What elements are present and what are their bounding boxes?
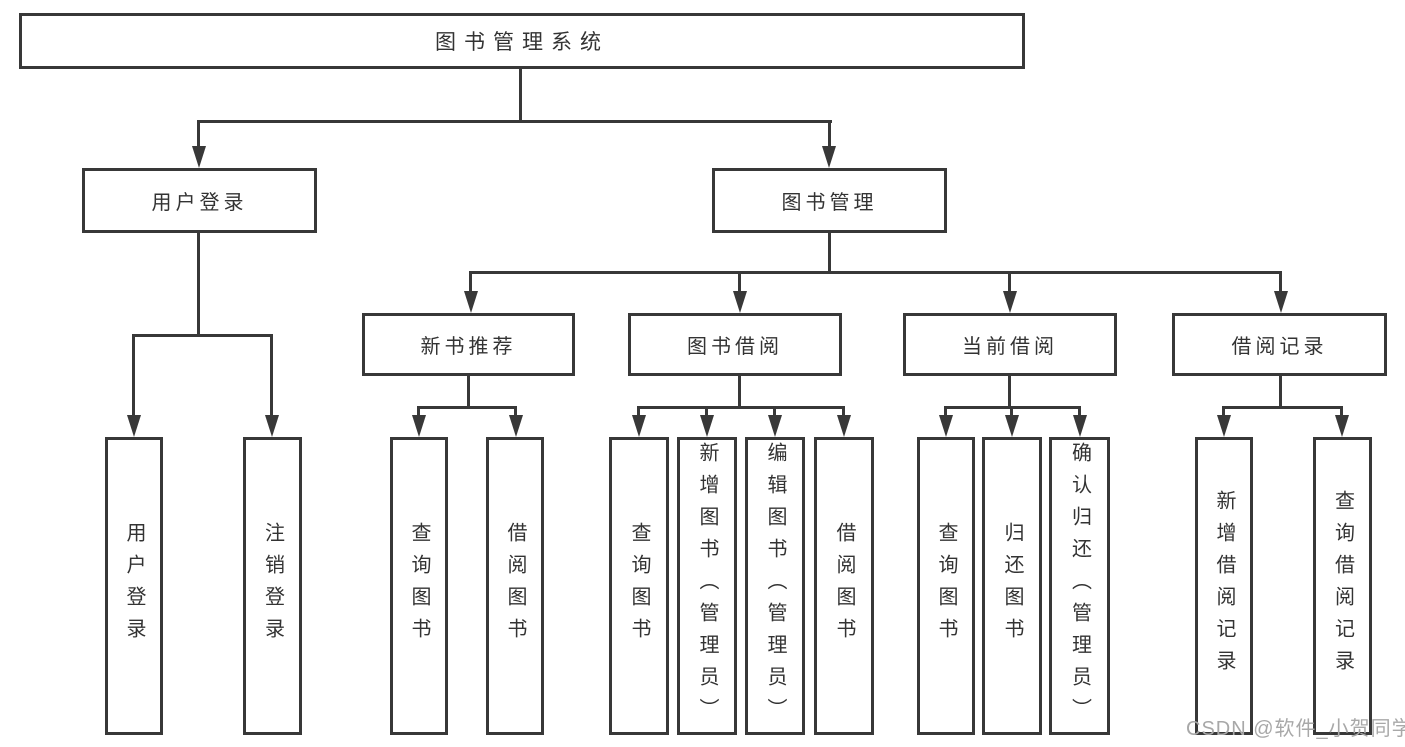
connector-drop-g4-2 [1010, 406, 1013, 419]
arrowhead-book-management [822, 146, 836, 168]
arrowhead-g3-2 [700, 415, 714, 437]
connector-records-crossbar [1222, 406, 1343, 409]
connector-drop-g4-3 [1078, 406, 1081, 419]
connector-currentborrow-stem [1008, 376, 1011, 408]
connector-drop-g5-1 [1222, 406, 1225, 419]
node-user-login: 用户登录 [82, 168, 317, 233]
connector-drop-g5-2 [1340, 406, 1343, 419]
leaf-user-login-label: 用户登录 [123, 522, 145, 650]
arrowhead-g5-1 [1217, 415, 1231, 437]
arrowhead-borrow-records [1274, 291, 1288, 313]
connector-drop-borrow-records [1279, 271, 1282, 295]
arrowhead-book-borrow [733, 291, 747, 313]
connector-bookborrow-stem [738, 376, 741, 408]
leaf-user-login: 用户登录 [105, 437, 163, 735]
connector-root-stem [519, 69, 522, 122]
connector-drop-g3-3 [773, 406, 776, 419]
arrowhead-new-book [464, 291, 478, 313]
leaf-logout-label: 注销登录 [261, 522, 284, 650]
leaf-return-books-label: 归还图书 [1001, 522, 1023, 650]
arrowhead-g4-1 [939, 415, 953, 437]
connector-drop-g3-4 [842, 406, 845, 419]
node-user-login-label: 用户登录 [151, 192, 248, 214]
arrowhead-g5-2 [1335, 415, 1349, 437]
connector-bookmgmt-stem [828, 233, 831, 273]
leaf-query-borrow-record-label: 查询借阅记录 [1331, 490, 1354, 682]
node-current-borrow-label: 当前借阅 [962, 336, 1058, 358]
leaf-add-books-admin-label: 新增图书（管理员） [696, 442, 718, 730]
leaf-edit-books-admin: 编辑图书（管理员） [745, 437, 805, 735]
leaf-return-books: 归还图书 [982, 437, 1042, 735]
leaf-borrow-books-2-label: 借阅图书 [833, 522, 855, 650]
leaf-confirm-return-admin: 确认归还（管理员） [1049, 437, 1110, 735]
arrowhead-g4-3 [1073, 415, 1087, 437]
leaf-query-books-3: 查询图书 [917, 437, 975, 735]
connector-records-stem [1279, 376, 1282, 408]
connector-drop-g2-1 [417, 406, 420, 419]
leaf-add-borrow-record-label: 新增借阅记录 [1213, 490, 1235, 682]
arrowhead-g2-2 [509, 415, 523, 437]
arrowhead-current-borrow [1003, 291, 1017, 313]
leaf-query-borrow-record: 查询借阅记录 [1313, 437, 1372, 735]
leaf-borrow-books-1-label: 借阅图书 [504, 522, 526, 650]
leaf-borrow-books-2: 借阅图书 [814, 437, 874, 735]
leaf-confirm-return-admin-label: 确认归还（管理员） [1068, 442, 1091, 730]
connector-drop-g2-2 [514, 406, 517, 419]
leaf-logout: 注销登录 [243, 437, 302, 735]
node-borrow-records-label: 借阅记录 [1231, 336, 1328, 358]
arrowhead-user-login [192, 146, 206, 168]
connector-drop-new-book [469, 271, 472, 295]
node-borrow-records: 借阅记录 [1172, 313, 1387, 376]
connector-userlogin-crossbar [132, 334, 273, 337]
connector-drop-leaf-login [132, 334, 135, 420]
arrowhead-leaf-login [127, 415, 141, 437]
node-book-management-label: 图书管理 [781, 192, 878, 214]
connector-drop-leaf-logout [270, 334, 273, 420]
connector-newbook-stem [467, 376, 470, 408]
node-book-borrow-label: 图书借阅 [687, 336, 783, 358]
connector-bookborrow-crossbar [637, 406, 845, 409]
node-current-borrow: 当前借阅 [903, 313, 1117, 376]
node-root: 图书管理系统 [19, 13, 1025, 69]
csdn-watermark: CSDN @软件_小贺同学 [1186, 718, 1405, 740]
node-root-label: 图书管理系统 [435, 31, 609, 54]
leaf-add-borrow-record: 新增借阅记录 [1195, 437, 1253, 735]
node-new-book-recommend: 新书推荐 [362, 313, 575, 376]
leaf-query-books-2-label: 查询图书 [628, 522, 650, 650]
connector-level3-crossbar [469, 271, 1282, 274]
node-new-book-recommend-label: 新书推荐 [420, 336, 517, 358]
arrowhead-leaf-logout [265, 415, 279, 437]
connector-drop-current-borrow [1008, 271, 1011, 295]
arrowhead-g3-4 [837, 415, 851, 437]
leaf-query-books-2: 查询图书 [609, 437, 669, 735]
arrowhead-g4-2 [1005, 415, 1019, 437]
leaf-edit-books-admin-label: 编辑图书（管理员） [764, 442, 786, 730]
arrowhead-g3-3 [768, 415, 782, 437]
leaf-query-books-1-label: 查询图书 [408, 522, 430, 650]
leaf-add-books-admin: 新增图书（管理员） [677, 437, 737, 735]
connector-drop-g3-1 [637, 406, 640, 419]
connector-drop-user-login [197, 120, 200, 150]
connector-root-crossbar [197, 120, 832, 123]
arrowhead-g3-1 [632, 415, 646, 437]
node-book-borrow: 图书借阅 [628, 313, 842, 376]
connector-drop-book-borrow [738, 271, 741, 295]
leaf-query-books-3-label: 查询图书 [935, 522, 957, 650]
arrowhead-g2-1 [412, 415, 426, 437]
connector-userlogin-stem [197, 233, 200, 337]
connector-drop-g3-2 [705, 406, 708, 419]
node-book-management: 图书管理 [712, 168, 947, 233]
leaf-borrow-books-1: 借阅图书 [486, 437, 544, 735]
connector-drop-g4-1 [944, 406, 947, 419]
connector-drop-book-management [828, 120, 831, 150]
connector-newbook-crossbar [417, 406, 517, 409]
leaf-query-books-1: 查询图书 [390, 437, 448, 735]
